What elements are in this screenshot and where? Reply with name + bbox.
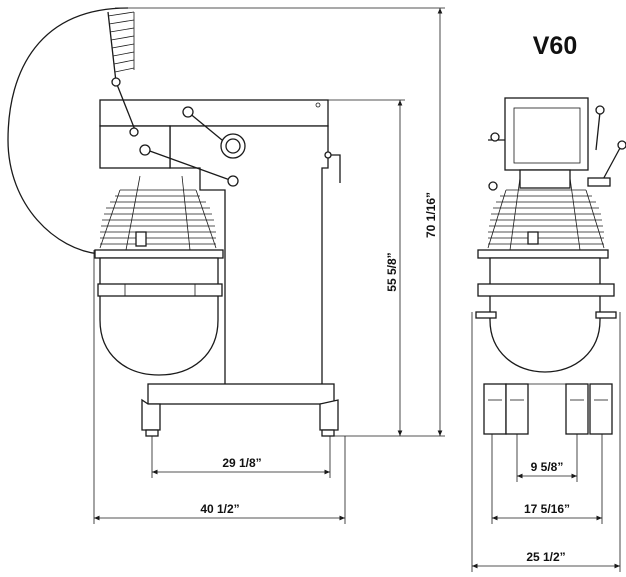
front-guard-cage — [487, 177, 605, 251]
front-legs — [483, 383, 613, 435]
guard-raised — [107, 11, 139, 137]
front-view: V60 — [471, 32, 626, 572]
guard-cage — [99, 175, 217, 251]
dimension-overall-width: 25 1/2” — [526, 550, 565, 564]
dimension-column-height: 55 5/8” — [385, 252, 399, 291]
dimension-overall-height: 70 1/16” — [424, 192, 438, 238]
base — [141, 383, 339, 437]
dimension-base-depth: 29 1/8” — [222, 456, 261, 470]
head-housing — [99, 99, 329, 127]
front-head — [504, 97, 589, 171]
bowl — [94, 249, 224, 376]
dimension-base-width: 17 5/16” — [524, 502, 570, 516]
model-name: V60 — [533, 32, 577, 60]
dimension-overall-depth: 40 1/2” — [200, 502, 239, 516]
side-view: 70 1/16” 55 5/8” 29 1/8” 40 1/2” — [7, 7, 445, 524]
guard-swing-arc — [7, 7, 129, 255]
front-bowl — [475, 249, 617, 373]
dimension-leg-spacing: 9 5/8” — [531, 460, 564, 474]
